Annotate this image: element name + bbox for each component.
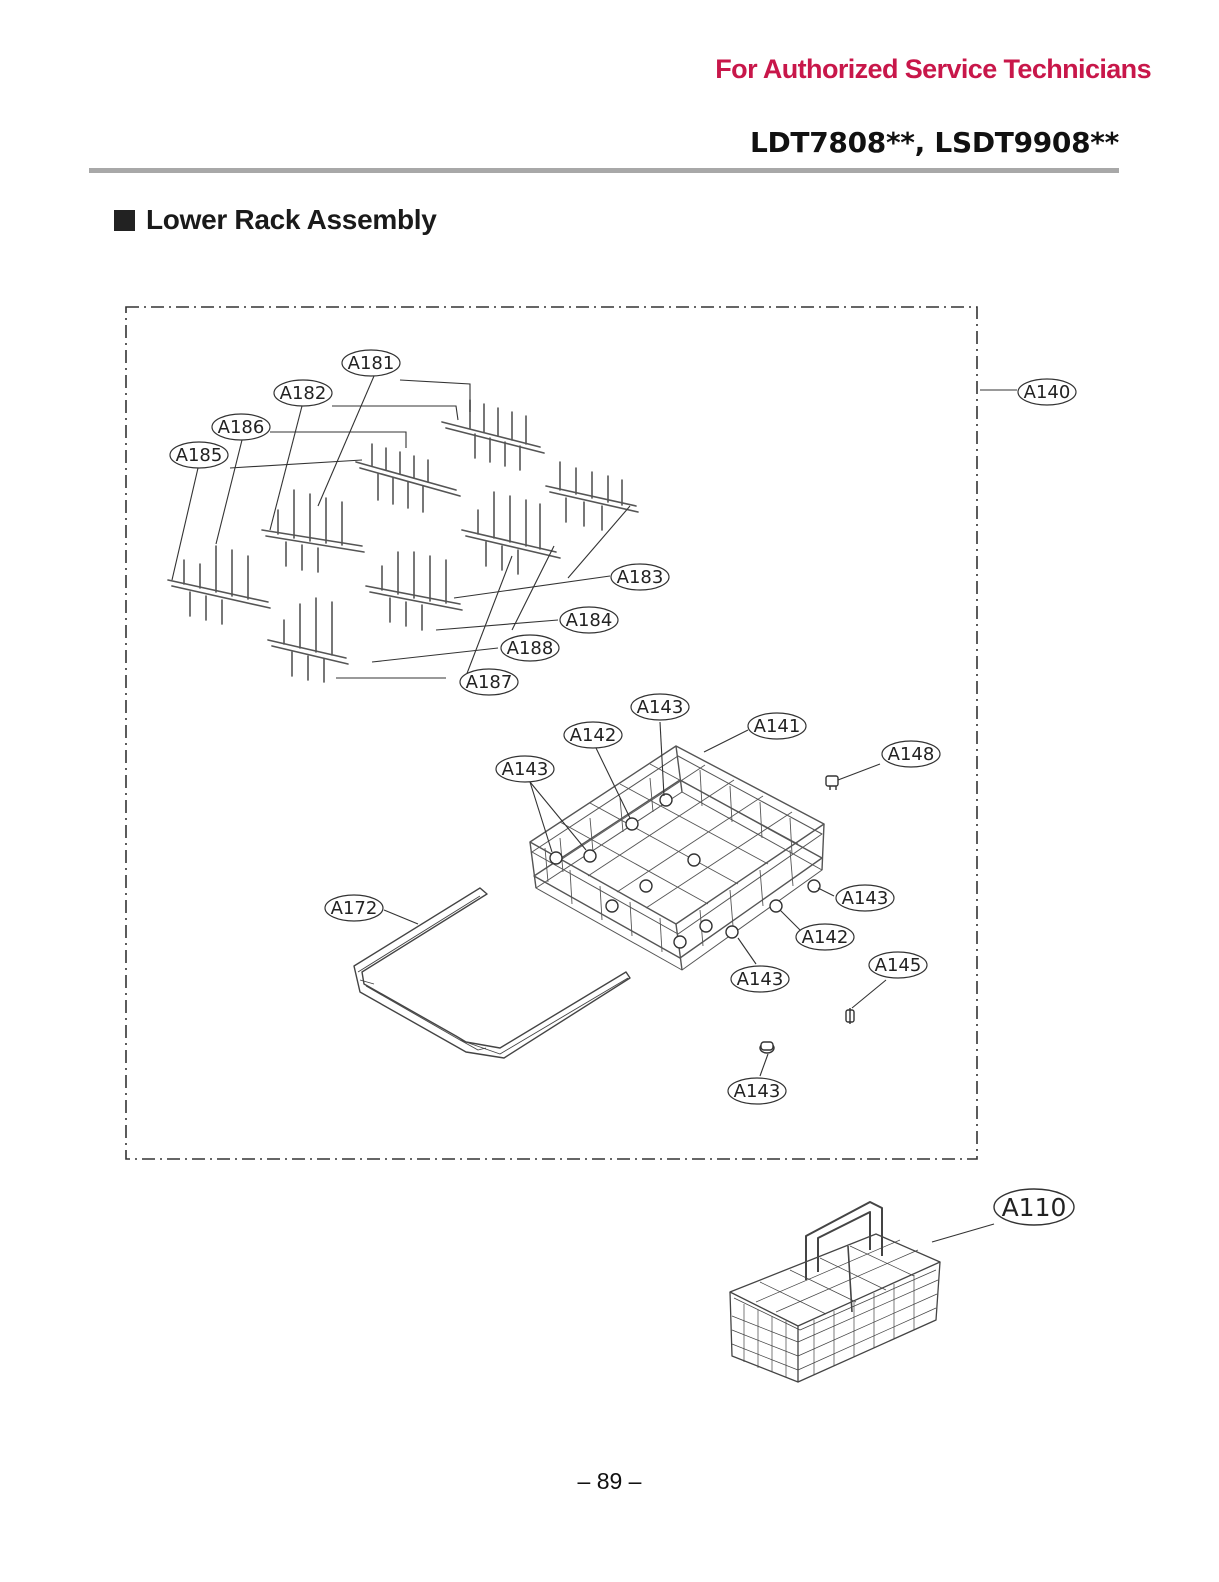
part-a143-wheel <box>760 1042 774 1053</box>
svg-text:A143: A143 <box>637 697 684 718</box>
part-callout-a142-low: A142 <box>796 924 854 950</box>
part-callout-a184: A184 <box>560 607 618 633</box>
rack-track-drawing <box>354 888 630 1058</box>
svg-text:A142: A142 <box>570 725 617 746</box>
part-callout-a186: A186 <box>212 414 270 440</box>
part-callout-a140: A140 <box>1018 379 1076 405</box>
part-callout-a187: A187 <box>460 669 518 695</box>
part-a148-clip <box>826 776 838 790</box>
part-callout-a145: A145 <box>869 952 927 978</box>
part-callout-a188: A188 <box>501 635 559 661</box>
part-callout-a143-top: A143 <box>631 694 689 720</box>
page-number: – 89 – <box>0 1468 1219 1495</box>
svg-text:A143: A143 <box>737 969 784 990</box>
svg-text:A143: A143 <box>734 1081 781 1102</box>
cutlery-basket-drawing <box>730 1202 940 1382</box>
tine-row-a182 <box>356 444 460 512</box>
tine-rows-drawing <box>168 400 638 682</box>
part-callout-a143-left: A143 <box>496 756 554 782</box>
svg-text:A143: A143 <box>502 759 549 780</box>
svg-text:A142: A142 <box>802 927 849 948</box>
svg-text:A188: A188 <box>507 638 554 659</box>
svg-text:A186: A186 <box>218 417 265 438</box>
part-callout-a143-right: A143 <box>836 885 894 911</box>
part-callout-a148: A148 <box>882 741 940 767</box>
tine-row-a185 <box>168 546 270 624</box>
svg-text:A145: A145 <box>875 955 922 976</box>
svg-text:A182: A182 <box>280 383 327 404</box>
tine-row-a181 <box>442 400 544 470</box>
svg-text:A183: A183 <box>617 567 664 588</box>
part-callout-a185: A185 <box>170 442 228 468</box>
small-parts-drawing <box>760 776 854 1053</box>
svg-text:A181: A181 <box>348 353 395 374</box>
part-callout-a182: A182 <box>274 380 332 406</box>
svg-text:A187: A187 <box>466 672 513 693</box>
part-callout-a143-bottom: A143 <box>728 1078 786 1104</box>
part-callout-a141: A141 <box>748 713 806 739</box>
part-callout-a142-top: A142 <box>564 722 622 748</box>
leader-lines <box>172 376 1017 1242</box>
lower-rack-basket-drawing <box>530 746 824 970</box>
tine-row-a187 <box>268 598 348 682</box>
tine-row-a183 <box>546 462 638 530</box>
svg-text:A148: A148 <box>888 744 935 765</box>
part-callout-a181: A181 <box>342 350 400 376</box>
part-callout-a110: A110 <box>994 1189 1074 1225</box>
part-a145-clip <box>846 1008 854 1024</box>
part-callout-a143-low: A143 <box>731 966 789 992</box>
svg-text:A143: A143 <box>842 888 889 909</box>
svg-text:A185: A185 <box>176 445 223 466</box>
tine-row-a188 <box>366 552 462 630</box>
svg-text:A141: A141 <box>754 716 801 737</box>
part-callout-a183: A183 <box>611 564 669 590</box>
tine-row-a184 <box>462 492 560 574</box>
part-callout-a172: A172 <box>325 895 383 921</box>
svg-text:A184: A184 <box>566 610 613 631</box>
svg-text:A172: A172 <box>331 898 378 919</box>
svg-text:A140: A140 <box>1024 382 1071 403</box>
svg-text:A110: A110 <box>1002 1193 1067 1222</box>
